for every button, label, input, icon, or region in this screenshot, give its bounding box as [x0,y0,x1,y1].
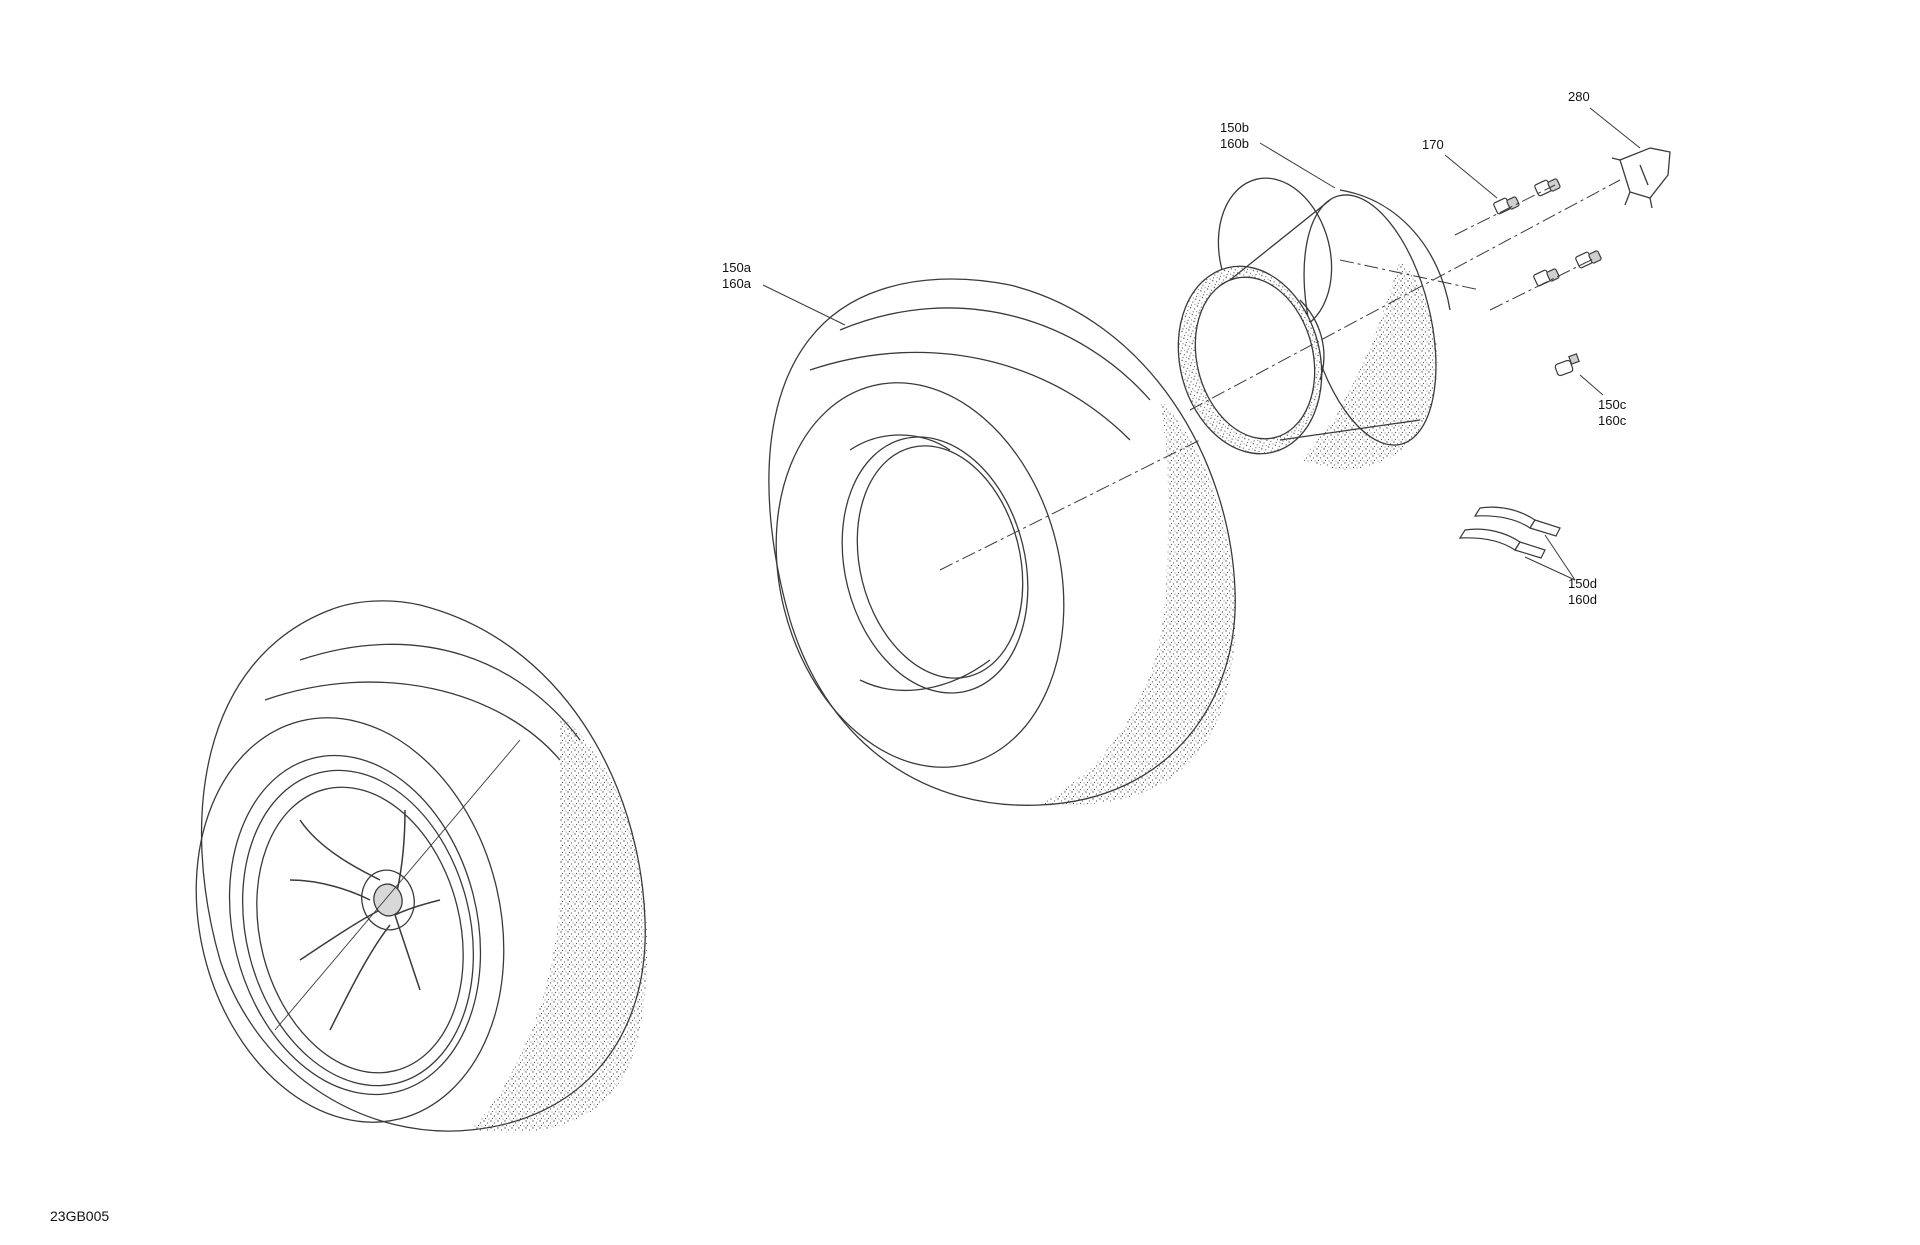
callout-280: 280 [1568,89,1590,104]
callout-150d-160d: 150d 160d [1568,576,1597,608]
callout-150c-160c: 150c 160c [1598,397,1626,429]
leader-150b [1259,142,1336,189]
assembled-wheel-spokes [289,809,441,1031]
assembly-axes [939,179,1621,571]
leader-150d-a [1544,534,1576,581]
leader-150a [762,284,846,326]
leader-lines [762,107,1641,581]
hub-cap [1611,147,1671,209]
rim-hub-detail [1299,299,1325,381]
assembled-rim-outer [228,754,482,1096]
assembled-axis-line [274,739,521,1031]
axis-rim-to-cap [1189,179,1621,411]
callout-160b: 160b [1220,136,1249,151]
axis-lug-upper [1454,184,1556,236]
leader-170 [1444,154,1498,199]
callout-160a: 160a [722,276,751,291]
axis-lug-lower [1489,257,1596,311]
assembled-tire-outer [201,600,646,1132]
assembled-wheel [195,600,648,1133]
exploded-tire-inner-wall [849,434,991,691]
exploded-tire [768,278,1236,806]
lug-nut-2 [1534,178,1561,197]
leader-150c [1579,374,1604,396]
assembled-tire-shoulder [299,643,581,741]
exploded-tire-outer [768,278,1236,806]
callout-150b-160b: 150b 160b [1220,120,1249,152]
axis-tire-to-rim [939,439,1201,571]
axis-rim-inner [1339,259,1481,291]
leader-280 [1589,107,1641,149]
leader-150d-b [1524,556,1576,581]
exploded-rim [1177,177,1451,470]
callout-160d: 160d [1568,592,1597,607]
lug-nut-1 [1493,196,1520,215]
exploded-tire-bead [841,436,1029,694]
callout-150a-160a: 150a 160a [722,260,751,292]
rim-front-opening [1194,276,1316,440]
lug-nuts [1493,178,1602,287]
lug-nut-3 [1533,268,1560,287]
callout-150b: 150b [1220,120,1249,135]
callout-150c: 150c [1598,397,1627,412]
assembled-wheel-hub-cap [373,883,403,917]
valve-stem [1554,353,1580,377]
assembled-rim-lip [241,769,475,1087]
callout-160c: 160c [1598,413,1627,428]
rim-barrel-shading [1300,260,1438,470]
exploded-tire-shoulder-inner [809,351,1131,441]
balance-weights [1458,506,1561,559]
assembled-rim-inner [256,786,464,1074]
lug-nut-4 [1575,250,1602,269]
assembled-wheel-hub [361,869,415,931]
exploded-tire-sidewall [775,382,1065,768]
callout-150a: 150a [722,260,751,275]
figure-id: 23GB005 [50,1208,110,1224]
assembled-tire-tread [470,715,648,1133]
assembled-tire-shoulder-inner [264,681,561,761]
exploded-tire-shoulder [839,307,1151,401]
callout-170: 170 [1422,137,1444,152]
assembled-tire-sidewall [195,717,505,1123]
rim-barrel-lines [1229,189,1451,441]
exploded-tire-bead-inner [856,445,1024,679]
exploded-tire-tread [1040,400,1236,806]
callout-150d: 150d [1568,576,1597,591]
